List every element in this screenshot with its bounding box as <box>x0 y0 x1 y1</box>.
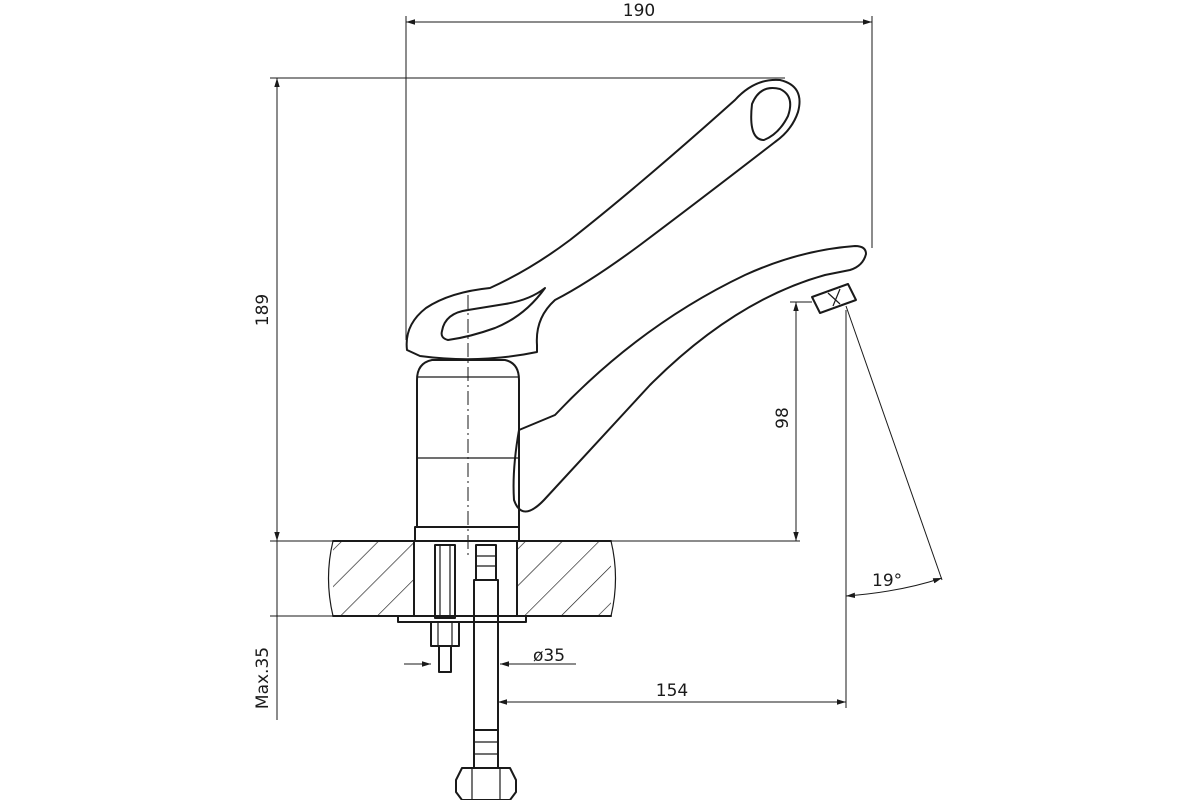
lever-loop <box>750 87 792 141</box>
lever-slot <box>440 287 546 341</box>
mounting-plate <box>397 615 527 623</box>
hose-fitting-rings <box>476 555 496 567</box>
base-collar <box>414 526 520 542</box>
dim-154-extension <box>497 310 847 730</box>
mounting-hardware <box>397 544 527 800</box>
label-height-total: 189 <box>253 294 273 326</box>
countertop-break-left <box>327 540 334 617</box>
hex-nut-facets <box>471 768 501 800</box>
countertop-section <box>327 540 617 617</box>
label-hole-diameter: ø35 <box>533 646 565 666</box>
lever-handle <box>405 78 801 361</box>
label-spout-angle: 19° <box>872 571 902 591</box>
label-spout-height: 98 <box>773 407 793 429</box>
faucet-body <box>405 78 867 555</box>
hose-fitting-top <box>475 544 497 581</box>
hose-hex-nut <box>455 767 517 800</box>
nut-facets <box>437 622 453 646</box>
stud-end <box>438 645 452 673</box>
hose-fitting-bottom <box>473 729 499 769</box>
dimension-labels: 190 189 98 154 ø35 Max.35 19° <box>253 1 902 709</box>
dim-19-arc <box>845 577 943 599</box>
hose-bottom-rings <box>474 741 498 755</box>
dim-19-ray <box>845 305 943 581</box>
mounting-hole <box>414 541 517 616</box>
dim-189-extension <box>270 77 785 542</box>
threaded-stud <box>434 544 456 619</box>
stud-lines <box>439 545 451 618</box>
label-max-thickness: Max.35 <box>253 647 273 709</box>
label-spout-reach: 154 <box>656 681 688 701</box>
countertop-break-right <box>610 540 617 617</box>
label-width-total: 190 <box>623 1 655 21</box>
mounting-nut <box>430 621 460 647</box>
dimensions <box>270 16 943 730</box>
aerator <box>811 283 857 314</box>
hole-walls <box>413 540 518 617</box>
spout <box>512 245 867 513</box>
dim-190-extension <box>405 16 873 340</box>
